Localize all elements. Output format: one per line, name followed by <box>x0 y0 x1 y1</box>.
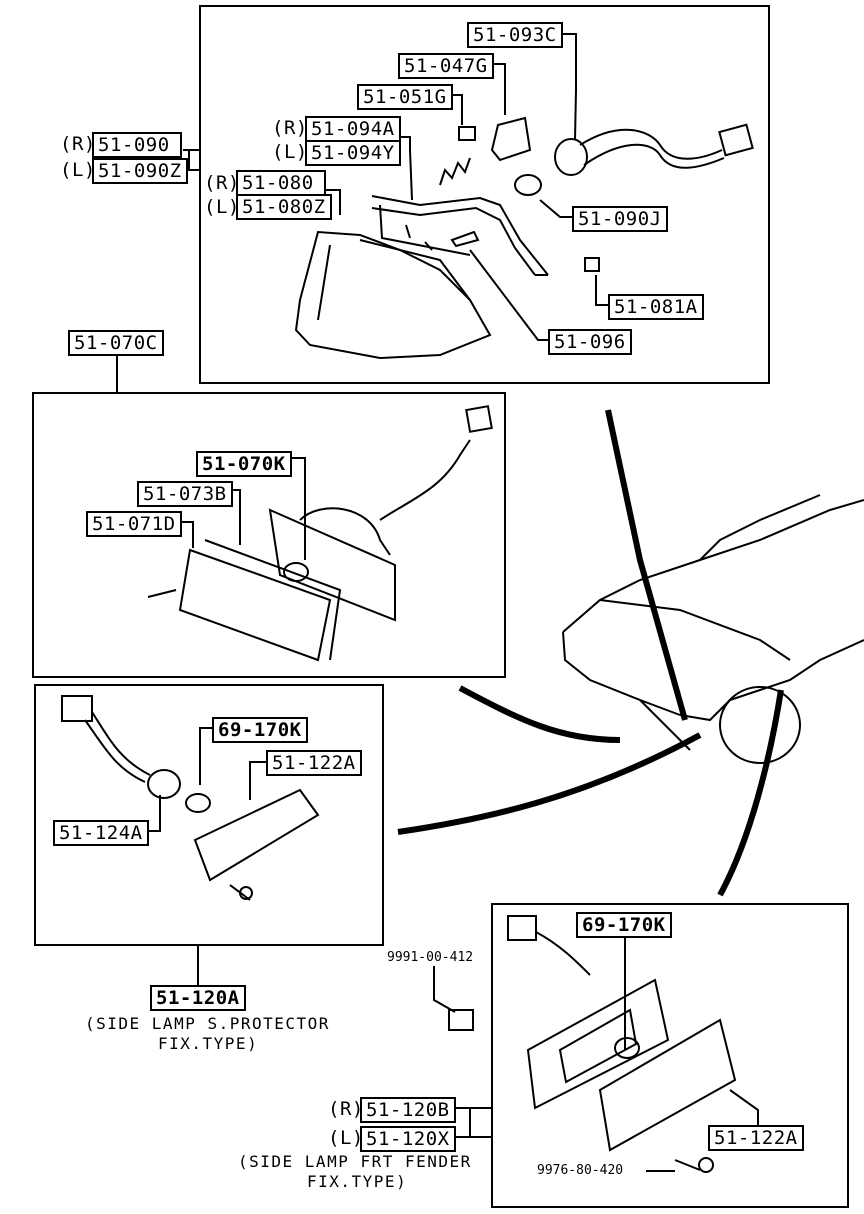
part-label-51-094Y: 51-094Y <box>305 140 401 166</box>
part-label-51-073B: 51-073B <box>137 481 233 507</box>
part-label-51-090: 51-090 <box>92 132 182 158</box>
part-label-51-047G: 51-047G <box>398 53 494 79</box>
caption-fix-type: FIX.TYPE) <box>307 1172 408 1191</box>
part-label-51-094A: 51-094A <box>305 116 401 142</box>
part-label-51-093C: 51-093C <box>467 22 563 48</box>
part-number-9991-00-412: 9991-00-412 <box>387 950 474 965</box>
side-marker-r: (R) <box>272 117 308 139</box>
panel-side-lamp-fender <box>491 903 849 1208</box>
part-label-51-090J: 51-090J <box>572 206 668 232</box>
side-marker-l: (L) <box>204 196 240 218</box>
part-label-51-096: 51-096 <box>548 329 632 355</box>
side-marker-r: (R) <box>328 1098 364 1120</box>
side-marker-r: (R) <box>204 172 240 194</box>
caption-fix-type: FIX.TYPE) <box>158 1034 259 1053</box>
part-label-51-122A: 51-122A <box>266 750 362 776</box>
part-label-51-090Z: 51-090Z <box>92 158 188 184</box>
side-marker-l: (L) <box>328 1127 364 1149</box>
part-label-51-070C: 51-070C <box>68 330 164 356</box>
part-label-69-170K: 69-170K <box>576 912 672 938</box>
part-label-51-081A: 51-081A <box>608 294 704 320</box>
part-label-51-051G: 51-051G <box>357 84 453 110</box>
side-marker-l: (L) <box>60 159 96 181</box>
part-label-51-071D: 51-071D <box>86 511 182 537</box>
part-label-51-122A: 51-122A <box>708 1125 804 1151</box>
part-label-69-170K: 69-170K <box>212 717 308 743</box>
part-number-9976-80-420: 9976-80-420 <box>537 1163 624 1178</box>
part-label-51-120B: 51-120B <box>360 1097 456 1123</box>
part-label-51-080: 51-080 <box>236 170 326 196</box>
part-label-51-070K: 51-070K <box>196 451 292 477</box>
part-label-51-120X: 51-120X <box>360 1126 456 1152</box>
side-marker-r: (R) <box>60 133 96 155</box>
side-marker-l: (L) <box>272 141 308 163</box>
part-label-51-120A: 51-120A <box>150 985 246 1011</box>
caption-side-lamp-protector: (SIDE LAMP S.PROTECTOR <box>85 1014 330 1033</box>
part-label-51-124A: 51-124A <box>53 820 149 846</box>
caption-side-lamp-fender: (SIDE LAMP FRT FENDER <box>238 1152 472 1171</box>
part-label-51-080Z: 51-080Z <box>236 194 332 220</box>
